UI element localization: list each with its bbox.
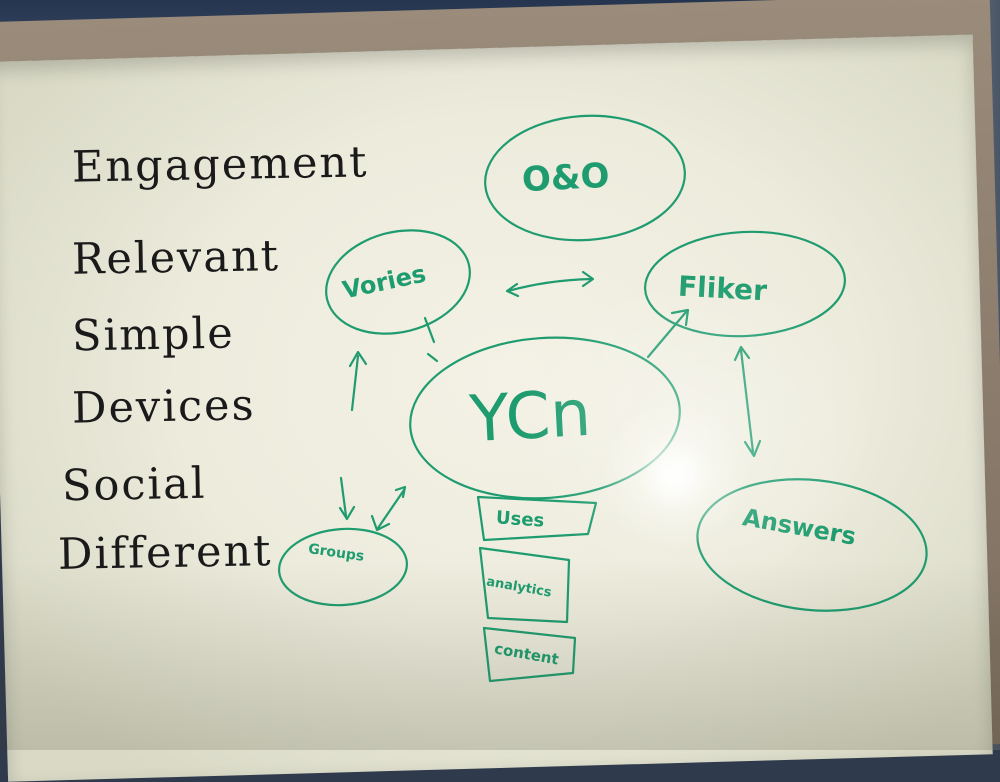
node-label-oo: O&O	[521, 155, 611, 201]
diagram-ink	[278, 114, 928, 683]
arrow-groups-vories	[350, 354, 360, 412]
groups-ellipse	[278, 527, 408, 607]
arrow-groups-1	[339, 476, 348, 518]
stack-box-uses	[476, 495, 598, 542]
node-label-ycn: YCn	[468, 376, 593, 458]
stack-box-content	[482, 626, 577, 683]
oo-ellipse	[484, 114, 686, 242]
arrow-vories-fliker	[506, 277, 594, 293]
arrow-ycn-vories	[423, 316, 436, 344]
node-label-fliker: Fliker	[677, 269, 768, 308]
arrow-fliker-answers	[739, 348, 755, 454]
arrow-ycn-fliker	[646, 310, 688, 359]
stack-label-uses: Uses	[495, 507, 545, 532]
arrow-groups-2	[376, 488, 406, 530]
stack-box-analytics	[478, 546, 571, 624]
vories-ellipse	[325, 229, 471, 335]
answers-ellipse	[696, 478, 928, 612]
fliker-ellipse	[643, 230, 847, 338]
